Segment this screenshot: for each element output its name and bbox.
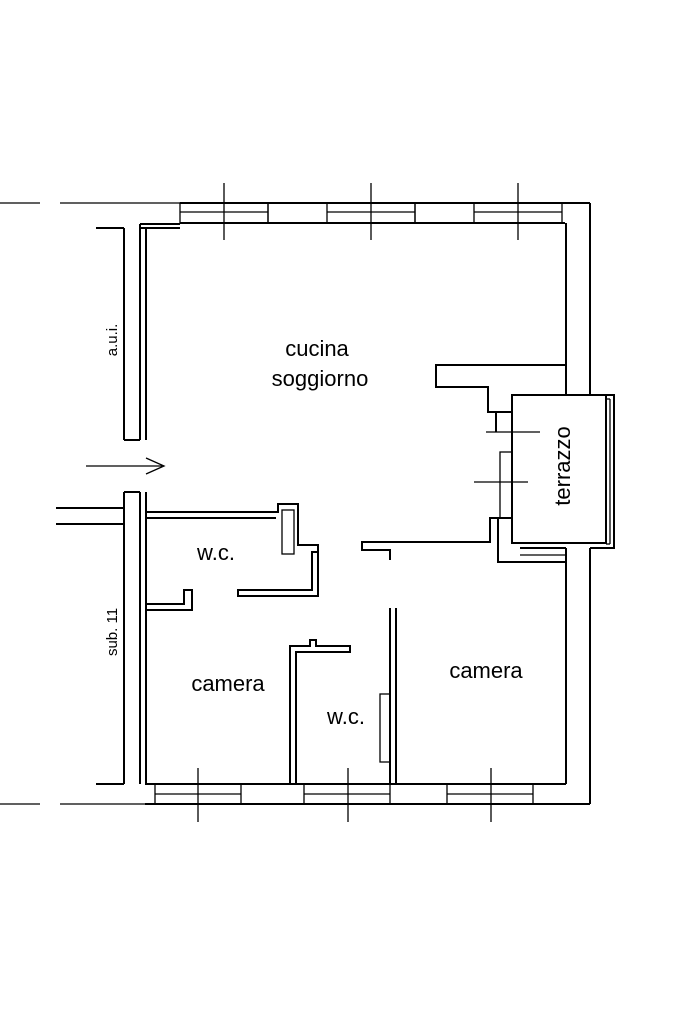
bottom-windows bbox=[154, 768, 534, 822]
side-label-sub-unit: sub. 11 bbox=[104, 608, 121, 656]
room-label-camera-right: camera bbox=[449, 658, 523, 683]
room-label-wc-lower: w.c. bbox=[326, 704, 365, 729]
room-label-cucina: cucina bbox=[285, 336, 349, 361]
entrance-arrow bbox=[86, 457, 166, 475]
room-label-soggiorno: soggiorno bbox=[272, 366, 369, 391]
top-windows bbox=[179, 183, 563, 240]
room-label-wc-upper: w.c. bbox=[196, 540, 235, 565]
room-label-camera-left: camera bbox=[191, 671, 265, 696]
interior-walls bbox=[146, 364, 566, 784]
room-label-terrazzo: terrazzo bbox=[550, 426, 575, 505]
side-label-common-area: a.u.i. bbox=[104, 324, 121, 357]
